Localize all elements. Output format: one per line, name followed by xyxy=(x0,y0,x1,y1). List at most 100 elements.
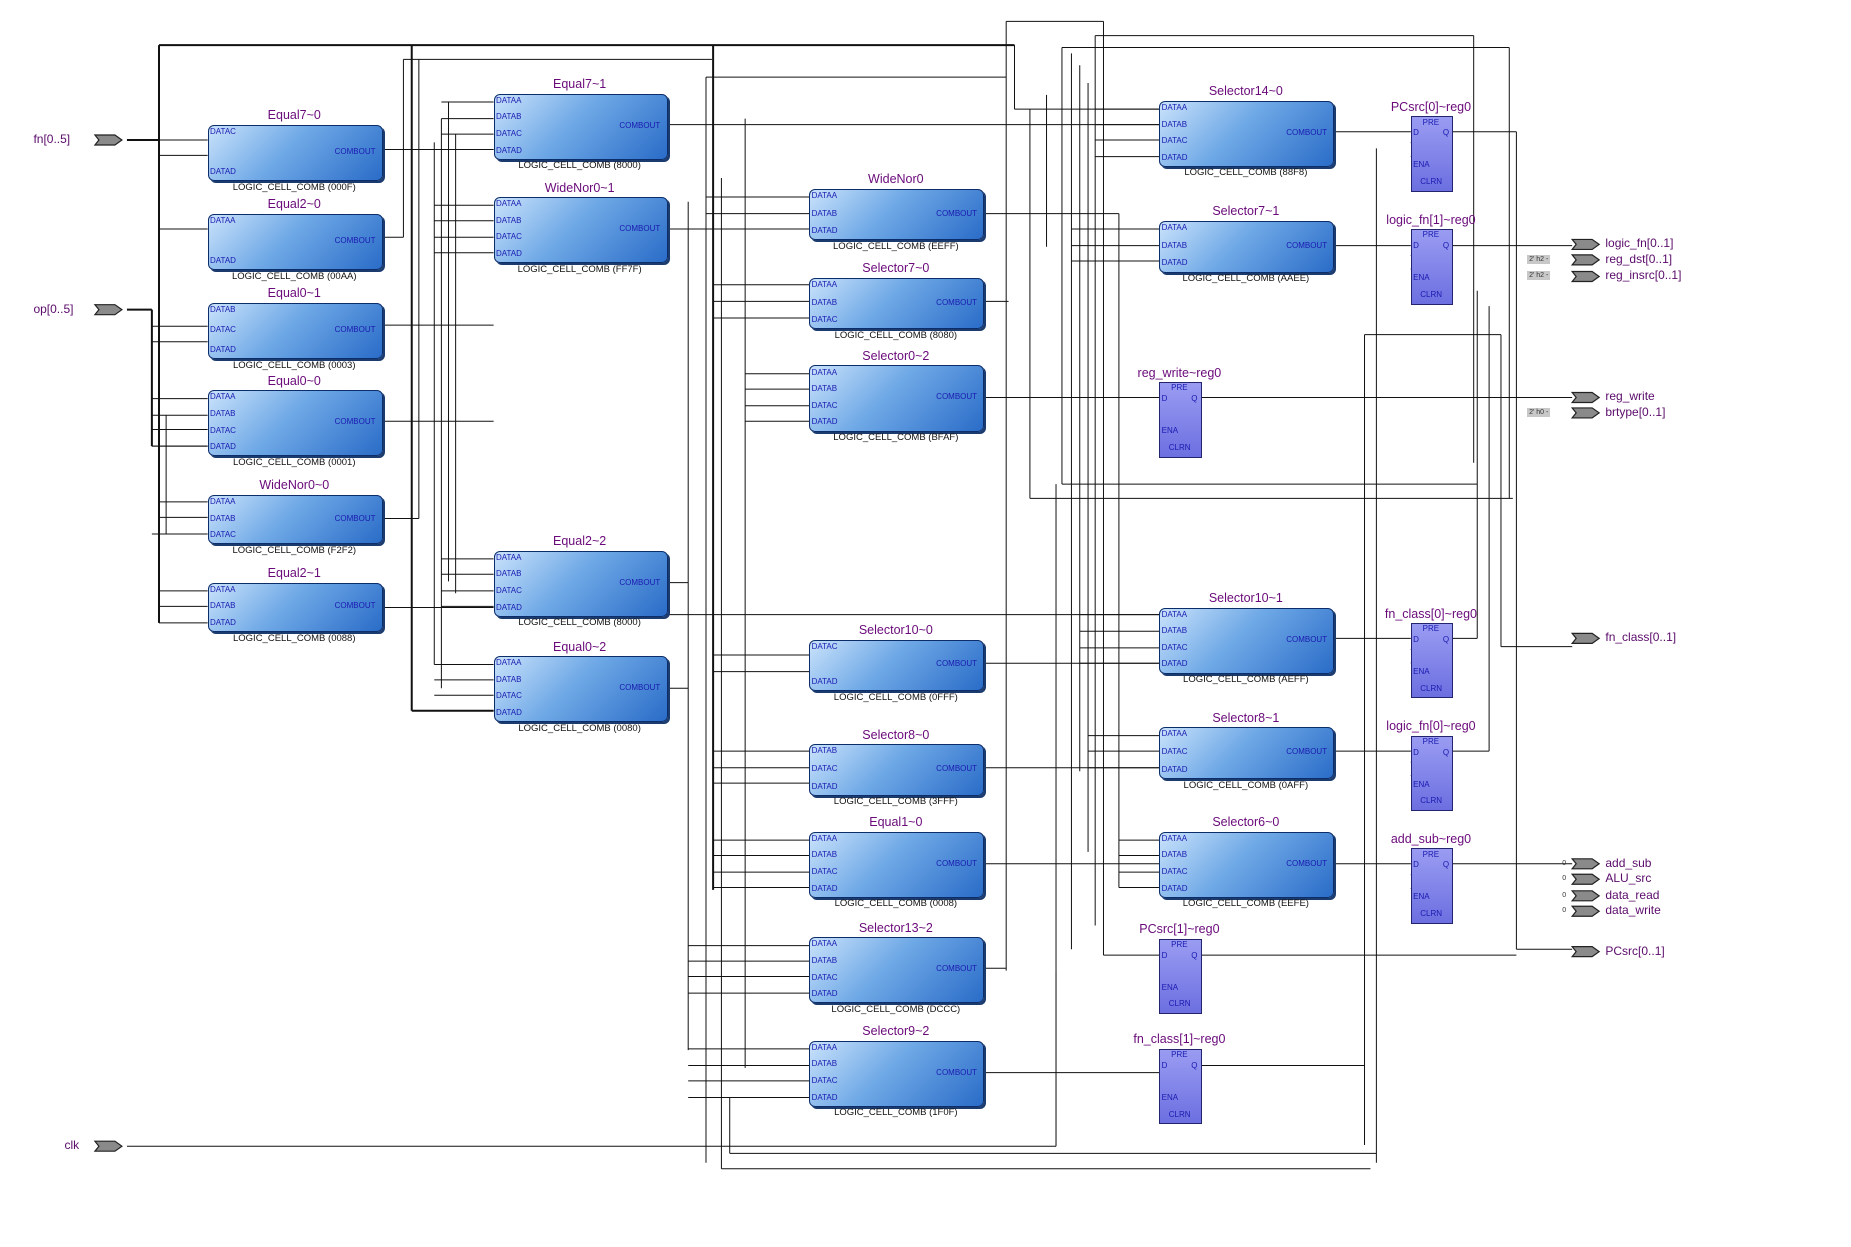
cell-port-dataa: DATAA xyxy=(1161,833,1188,843)
logic-cell-widenor0-0[interactable] xyxy=(207,494,383,545)
register-title: reg_write~reg0 xyxy=(1137,365,1222,380)
input-pin-op-0-5-icon[interactable] xyxy=(93,304,123,316)
output-pin-logic-fn-0-1-icon[interactable] xyxy=(1570,238,1601,251)
output-pin-fn-class-0-1-icon[interactable] xyxy=(1570,632,1601,644)
logic-cell-equal7-1[interactable] xyxy=(493,93,668,160)
logic-cell-equal2-2[interactable] xyxy=(493,550,668,617)
cell-title: Equal2~0 xyxy=(267,197,321,212)
cell-output-combout: COMBOUT xyxy=(1286,240,1328,250)
cell-title: WideNor0~1 xyxy=(544,180,615,195)
cell-port-datad: DATAD xyxy=(495,602,522,612)
cell-port-dataa: DATAA xyxy=(811,367,838,377)
cell-port-datad: DATAD xyxy=(1161,659,1188,669)
cell-type: LOGIC_CELL_COMB (0008) xyxy=(834,898,958,910)
cell-title: Equal0~1 xyxy=(267,286,321,301)
cell-port-datab: DATAB xyxy=(495,112,522,122)
logic-cell-equal0-2[interactable] xyxy=(493,656,668,723)
register-logic-fn-1-reg0[interactable] xyxy=(1410,229,1454,305)
logic-cell-selector7-1[interactable] xyxy=(1159,220,1335,273)
register-fn-class-1-reg0[interactable] xyxy=(1159,1048,1202,1125)
reg-port-pre: PRE xyxy=(1422,849,1440,859)
cell-type: LOGIC_CELL_COMB (FF7F) xyxy=(517,263,642,275)
logic-cell-equal0-1[interactable] xyxy=(207,302,383,360)
cell-port-datac: DATAC xyxy=(811,400,838,410)
cell-output-combout: COMBOUT xyxy=(619,577,661,587)
cell-port-datab: DATAB xyxy=(495,569,522,579)
register-fn-class-0-reg0[interactable] xyxy=(1410,622,1454,699)
cell-port-datab: DATAB xyxy=(811,297,838,307)
cell-port-datac: DATAC xyxy=(495,691,522,701)
output-pin-reg-dst-0-1-icon[interactable] xyxy=(1570,254,1601,266)
reg-port-q: Q xyxy=(1442,128,1450,138)
cell-title: Selector10~1 xyxy=(1208,591,1283,606)
register-pcsrc-1-reg0[interactable] xyxy=(1159,938,1202,1015)
cell-output-combout: COMBOUT xyxy=(619,224,661,233)
register-reg-write-reg0[interactable] xyxy=(1159,382,1202,458)
logic-cell-selector10-0[interactable] xyxy=(809,639,985,692)
cell-title: Selector0~2 xyxy=(862,349,930,364)
constant-value: 0 xyxy=(1562,907,1567,915)
logic-cell-selector8-0[interactable] xyxy=(809,743,985,796)
cell-port-datac: DATAC xyxy=(811,763,838,773)
logic-cell-selector8-1[interactable] xyxy=(1159,727,1335,780)
cell-output-combout: COMBOUT xyxy=(1286,127,1328,137)
cell-type: LOGIC_CELL_COMB (DCCC) xyxy=(831,1003,961,1015)
cell-output-combout: COMBOUT xyxy=(936,964,978,974)
cell-title: WideNor0~0 xyxy=(259,478,330,493)
output-pin-label: reg_write xyxy=(1605,389,1655,404)
register-pcsrc-0-reg0[interactable] xyxy=(1410,116,1454,192)
cell-type: LOGIC_CELL_COMB (3FFF) xyxy=(833,796,958,808)
output-pin-reg-write-icon[interactable] xyxy=(1570,391,1601,404)
cell-port-datab: DATAB xyxy=(811,850,838,860)
logic-cell-selector6-0[interactable] xyxy=(1159,831,1335,898)
logic-cell-equal0-0[interactable] xyxy=(207,390,383,457)
register-title: logic_fn[0]~reg0 xyxy=(1386,719,1476,734)
logic-cell-selector7-0[interactable] xyxy=(809,277,985,330)
cell-port-datab: DATAB xyxy=(495,674,522,684)
logic-cell-widenor0[interactable] xyxy=(809,188,985,241)
logic-cell-equal1-0[interactable] xyxy=(809,831,985,898)
cell-output-combout: COMBOUT xyxy=(936,392,978,402)
cell-type: LOGIC_CELL_COMB (00AA) xyxy=(231,270,357,282)
output-pin-add-sub-icon[interactable] xyxy=(1570,858,1601,870)
logic-cell-selector10-1[interactable] xyxy=(1159,607,1335,674)
logic-cell-equal2-0[interactable] xyxy=(207,213,383,271)
cell-title: Equal7~0 xyxy=(267,108,321,123)
reg-port-ena: ENA xyxy=(1413,273,1430,283)
register-logic-fn-0-reg0[interactable] xyxy=(1410,735,1454,812)
cell-port-datab: DATAB xyxy=(210,601,236,611)
output-pin-data-write-icon[interactable] xyxy=(1570,905,1601,917)
input-pin-fn-0-5-icon[interactable] xyxy=(93,134,123,146)
logic-cell-equal7-0[interactable] xyxy=(207,124,383,182)
logic-cell-selector13-2[interactable] xyxy=(809,937,985,1004)
reg-port-q: Q xyxy=(1442,860,1450,870)
logic-cell-widenor0-1[interactable] xyxy=(493,196,668,264)
cell-port-dataa: DATAA xyxy=(495,552,522,562)
cell-output-combout: COMBOUT xyxy=(936,858,978,868)
reg-port-pre: PRE xyxy=(1422,117,1440,127)
register-add-sub-reg0[interactable] xyxy=(1410,848,1454,924)
cell-port-dataa: DATAA xyxy=(1161,729,1188,739)
logic-cell-selector0-2[interactable] xyxy=(809,365,985,432)
output-pin-data-read-icon[interactable] xyxy=(1570,890,1601,902)
cell-port-datad: DATAD xyxy=(495,145,522,155)
cell-port-dataa: DATAA xyxy=(495,95,522,105)
logic-cell-selector9-2[interactable] xyxy=(809,1040,985,1107)
cell-port-datac: DATAC xyxy=(1161,642,1188,652)
output-pin-brtype-0-1-icon[interactable] xyxy=(1570,407,1601,419)
cell-port-dataa: DATAA xyxy=(1161,222,1188,232)
reg-port-clrn: CLRN xyxy=(1420,909,1443,919)
cell-port-dataa: DATAA xyxy=(210,392,236,402)
register-title: fn_class[1]~reg0 xyxy=(1133,1032,1226,1047)
reg-port-ena: ENA xyxy=(1161,982,1179,992)
logic-cell-equal2-1[interactable] xyxy=(207,582,383,633)
cell-title: WideNor0 xyxy=(868,172,924,187)
output-pin-reg-insrc-0-1-icon[interactable] xyxy=(1570,270,1601,283)
logic-cell-selector14-0[interactable] xyxy=(1159,100,1335,167)
input-pin-clk-icon[interactable] xyxy=(93,1140,123,1152)
cell-title: Equal1~0 xyxy=(869,815,923,830)
cell-title: Selector8~1 xyxy=(1212,710,1280,725)
cell-title: Selector6~0 xyxy=(1212,815,1280,830)
output-pin-alu-src-icon[interactable] xyxy=(1570,873,1601,885)
output-pin-pcsrc-0-1-icon[interactable] xyxy=(1570,946,1601,958)
